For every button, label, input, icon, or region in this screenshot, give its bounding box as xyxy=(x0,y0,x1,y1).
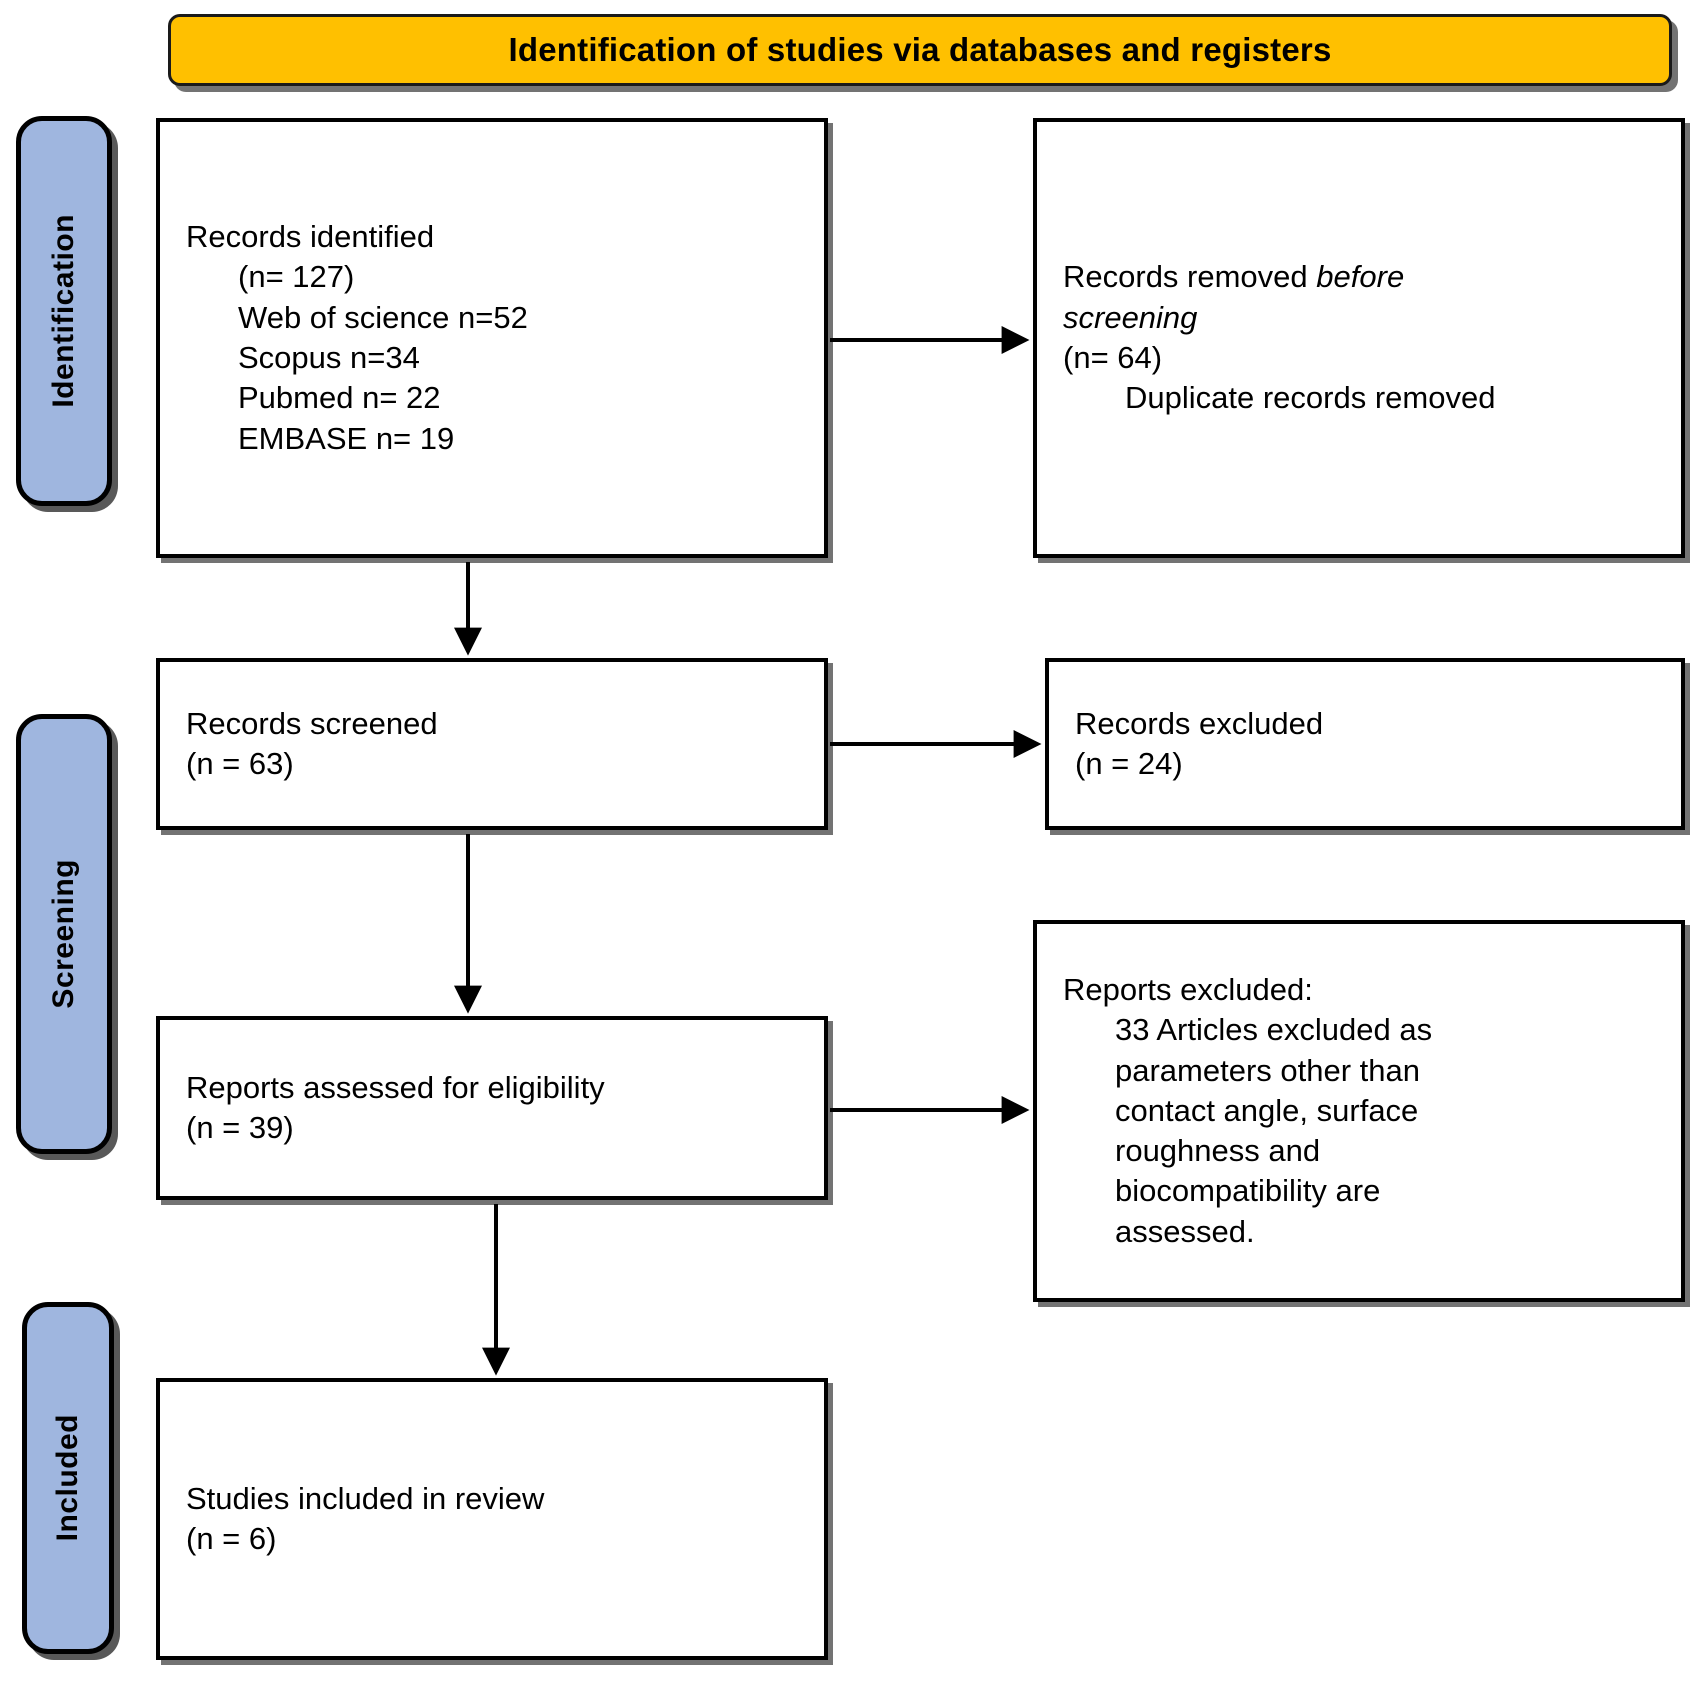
reports-excluded-title: Reports excluded: xyxy=(1063,971,1313,1007)
reports-excluded-reason-5: assessed. xyxy=(1115,1213,1255,1249)
records-excluded-title: Records excluded xyxy=(1075,705,1324,741)
records-identified-source-2: Pubmed n= 22 xyxy=(238,380,441,416)
reports-excluded-reason-3: roughness and xyxy=(1115,1133,1321,1169)
stage-label-identification: Identification xyxy=(16,116,112,506)
diagram-banner: Identification of studies via databases … xyxy=(168,14,1672,86)
stage-label-screening: Screening xyxy=(16,714,112,1154)
stage-label-identification-text: Identification xyxy=(47,214,80,408)
records-identified-title: Records identified xyxy=(186,219,435,255)
stage-label-included: Included xyxy=(22,1302,114,1654)
reports-excluded-reason-4: biocompatibility are xyxy=(1115,1173,1381,1209)
stage-label-screening-text: Screening xyxy=(47,859,80,1009)
records-removed-title-italic-2: screening xyxy=(1063,299,1198,335)
box-records-screened: Records screened (n = 63) xyxy=(156,658,828,830)
records-identified-count: (n= 127) xyxy=(238,259,355,295)
reports-excluded-reason-0: 33 Articles excluded as xyxy=(1115,1012,1433,1048)
records-removed-title: Records removed before xyxy=(1063,257,1655,297)
box-records-removed: Records removed before screening (n= 64)… xyxy=(1033,118,1685,558)
records-removed-title-italic: before xyxy=(1316,259,1405,295)
records-removed-count: (n= 64) xyxy=(1063,340,1163,375)
reports-assessed-title: Reports assessed for eligibility xyxy=(186,1069,605,1105)
box-studies-included: Studies included in review (n = 6) xyxy=(156,1378,828,1660)
records-identified-source-3: EMBASE n= 19 xyxy=(238,420,455,456)
box-reports-assessed: Reports assessed for eligibility (n = 39… xyxy=(156,1016,828,1200)
records-identified-source-0: Web of science n=52 xyxy=(238,299,528,335)
box-records-excluded: Records excluded (n = 24) xyxy=(1045,658,1685,830)
reports-excluded-reason-1: parameters other than xyxy=(1115,1052,1421,1088)
studies-included-count: (n = 6) xyxy=(186,1521,277,1556)
records-excluded-count: (n = 24) xyxy=(1075,746,1183,781)
reports-excluded-reason-2: contact angle, surface xyxy=(1115,1092,1419,1128)
banner-title: Identification of studies via databases … xyxy=(508,31,1332,68)
records-screened-count: (n = 63) xyxy=(186,746,294,781)
records-identified-source-1: Scopus n=34 xyxy=(238,340,420,375)
records-removed-detail: Duplicate records removed xyxy=(1125,380,1496,416)
reports-assessed-count: (n = 39) xyxy=(186,1110,294,1145)
box-reports-excluded: Reports excluded: 33 Articles excluded a… xyxy=(1033,920,1685,1302)
box-records-identified: Records identified (n= 127) Web of scien… xyxy=(156,118,828,558)
studies-included-title: Studies included in review xyxy=(186,1480,545,1516)
records-screened-title: Records screened xyxy=(186,705,438,741)
records-removed-title-prefix: Records removed xyxy=(1063,259,1317,295)
stage-label-included-text: Included xyxy=(51,1414,84,1542)
